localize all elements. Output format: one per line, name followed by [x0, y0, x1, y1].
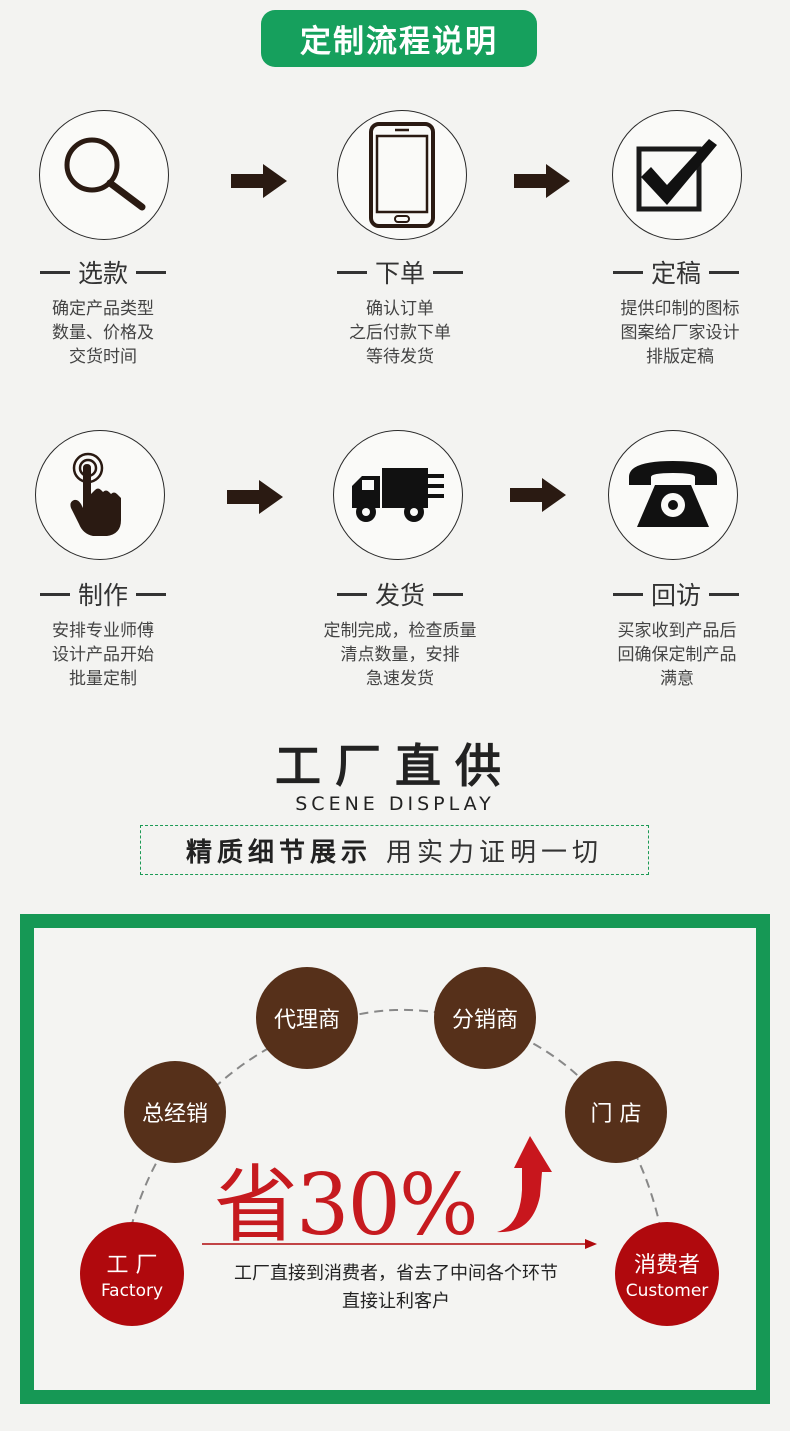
node-factory-sub: Factory [100, 1281, 164, 1301]
step-title-text: 下单 [374, 259, 425, 288]
desc-line: 提供印制的图标 [620, 299, 740, 319]
step-title: 发货 [300, 576, 500, 612]
step-description: 确认订单 之后付款下单 等待发货 [300, 297, 500, 369]
node-label: 代理商 [273, 1008, 340, 1033]
desc-line: 买家收到产品后 [617, 621, 737, 641]
node-consumer-label: 消费者 [633, 1253, 700, 1278]
tagline-bold: 精质细节展示 [185, 837, 372, 868]
node-agent: 代理商 [256, 967, 358, 1069]
node-label: 门 店 [590, 1102, 642, 1127]
step-title-text: 回访 [650, 581, 701, 610]
desc-line: 等待发货 [366, 347, 434, 367]
phone-icon [369, 122, 435, 228]
desc-line: 确定产品类型 [52, 299, 154, 319]
dash-left [336, 592, 367, 596]
factory-title: 工厂直供 [275, 739, 515, 793]
tagline-rest: 用实力证明一切 [386, 837, 604, 868]
process-banner: 定制流程说明 [261, 10, 537, 67]
step-select-circle [39, 110, 169, 240]
node-label: 分销商 [451, 1008, 518, 1033]
supply-chain-frame [20, 914, 770, 1404]
note-line-1: 工厂直接到消费者，省去了中间各个环节 [234, 1263, 558, 1284]
step-description: 确定产品类型 数量、价格及 交货时间 [3, 297, 203, 369]
node-factory-label: 工 厂 [106, 1253, 158, 1278]
note-line-2: 直接让利客户 [342, 1291, 450, 1312]
desc-line: 交货时间 [69, 347, 137, 367]
dash-left [336, 270, 367, 274]
node-consumer: 消费者 Customer [615, 1222, 719, 1326]
arrow-right-icon [514, 164, 570, 198]
desc-line: 批量定制 [69, 669, 137, 689]
tagline-box: 精质细节展示 用实力证明一切 [140, 825, 649, 875]
step-description: 买家收到产品后 回确保定制产品 满意 [577, 619, 777, 691]
step-title: 选款 [3, 254, 203, 290]
hand-touch-icon [70, 452, 121, 536]
desc-line: 清点数量，安排 [340, 645, 460, 665]
dash-right [709, 592, 739, 596]
node-general-distributor: 总经销 [124, 1061, 226, 1163]
step-description: 提供印制的图标 图案给厂家设计 排版定稿 [580, 297, 780, 369]
node-label: 总经销 [141, 1102, 208, 1127]
step-title-text: 选款 [77, 259, 128, 288]
step-title-text: 制作 [77, 581, 128, 610]
node-store: 门 店 [565, 1061, 667, 1163]
step-title: 下单 [300, 254, 500, 290]
process-banner-title: 定制流程说明 [300, 24, 498, 60]
arrow-right-icon [231, 164, 287, 198]
step-produce-circle [35, 430, 165, 560]
desc-line: 安排专业师傅 [52, 621, 154, 641]
saving-text: 省30% [214, 1156, 479, 1254]
step-title: 定稿 [576, 254, 776, 290]
step-order-circle [337, 110, 467, 240]
desc-line: 急速发货 [366, 669, 434, 689]
desc-line: 图案给厂家设计 [620, 323, 740, 343]
node-consumer-sub: Customer [625, 1281, 709, 1301]
desc-line: 回确保定制产品 [617, 645, 737, 665]
curved-up-arrow-icon [497, 1136, 552, 1233]
desc-line: 定制完成，检查质量 [323, 621, 477, 641]
step-ship-circle [333, 430, 463, 560]
step-description: 安排专业师傅 设计产品开始 批量定制 [3, 619, 203, 691]
desc-line: 数量、价格及 [52, 323, 154, 343]
dash-left [612, 270, 643, 274]
checkbox-icon [636, 139, 717, 212]
step-confirm-circle [612, 110, 742, 240]
dash-left [612, 592, 643, 596]
step-title-text: 发货 [374, 581, 425, 610]
telephone-icon [629, 461, 717, 527]
dash-right [709, 270, 739, 274]
step-title-text: 定稿 [650, 259, 701, 288]
dash-left [39, 592, 70, 596]
arrow-right-icon [227, 480, 283, 514]
truck-icon [352, 468, 444, 522]
step-visit-circle [608, 430, 738, 560]
step-title: 回访 [576, 576, 776, 612]
desc-line: 确认订单 [366, 299, 434, 319]
step-title: 制作 [3, 576, 203, 612]
node-distributor: 分销商 [434, 967, 536, 1069]
desc-line: 之后付款下单 [349, 323, 451, 343]
dash-left [39, 270, 70, 274]
magnifier-icon [64, 137, 146, 211]
desc-line: 排版定稿 [646, 347, 714, 367]
desc-line: 满意 [660, 669, 694, 689]
scene-display-subtitle: SCENE DISPLAY [295, 793, 495, 815]
node-factory: 工 厂 Factory [80, 1222, 184, 1326]
desc-line: 设计产品开始 [52, 645, 154, 665]
arrow-right-icon [510, 478, 566, 512]
dash-right [136, 592, 166, 596]
dash-right [433, 592, 463, 596]
step-description: 定制完成，检查质量 清点数量，安排 急速发货 [300, 619, 500, 691]
dash-right [433, 270, 463, 274]
direct-arrowhead [585, 1239, 597, 1249]
dash-right [136, 270, 166, 274]
